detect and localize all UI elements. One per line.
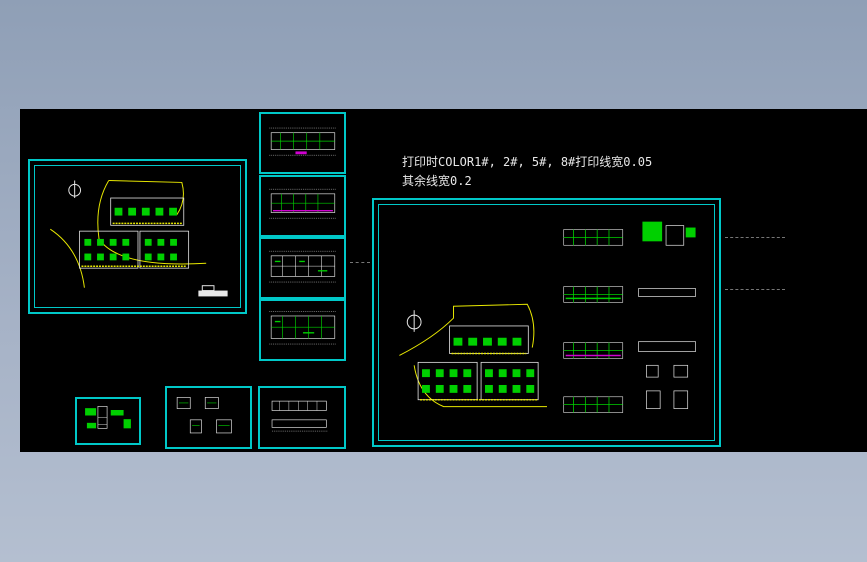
sheet-inner-frame	[34, 165, 241, 308]
detail-drawing-2	[176, 397, 232, 434]
sheet-overview-large[interactable]	[372, 198, 721, 447]
sheet-elevation-small[interactable]	[258, 386, 346, 449]
overview-drawing	[399, 221, 696, 413]
floor-plan-drawing-4	[269, 311, 337, 345]
sheet-detail-small-1[interactable]	[75, 397, 141, 445]
cad-viewport[interactable]: 打印时COLOR1#, 2#, 5#, 8#打印线宽0.05 其余线宽0.2	[20, 109, 867, 452]
sheet-detail-small-2[interactable]	[165, 386, 252, 449]
print-note-line-1: 打印时COLOR1#, 2#, 5#, 8#打印线宽0.05	[402, 155, 653, 169]
sheet-floor-plan-4[interactable]	[259, 299, 346, 361]
floor-plan-drawing-1	[269, 127, 337, 156]
construction-line	[725, 237, 785, 239]
construction-line	[725, 289, 785, 291]
print-note-line-2: 其余线宽0.2	[402, 174, 472, 188]
floor-plan-drawing-2	[269, 188, 337, 219]
print-note: 打印时COLOR1#, 2#, 5#, 8#打印线宽0.05 其余线宽0.2	[402, 153, 652, 191]
sheet-floor-plan-2[interactable]	[259, 175, 346, 237]
sheet-site-plan[interactable]	[28, 159, 247, 314]
sheet-floor-plan-1[interactable]	[259, 112, 346, 174]
detail-drawing-1	[85, 406, 131, 429]
floor-plan-drawing-3	[269, 250, 337, 283]
elevation-drawing	[271, 400, 329, 432]
construction-line	[350, 262, 370, 264]
sheet-floor-plan-3[interactable]	[259, 237, 346, 299]
site-plan-drawing	[50, 179, 228, 297]
sheet-inner-frame	[378, 204, 715, 441]
